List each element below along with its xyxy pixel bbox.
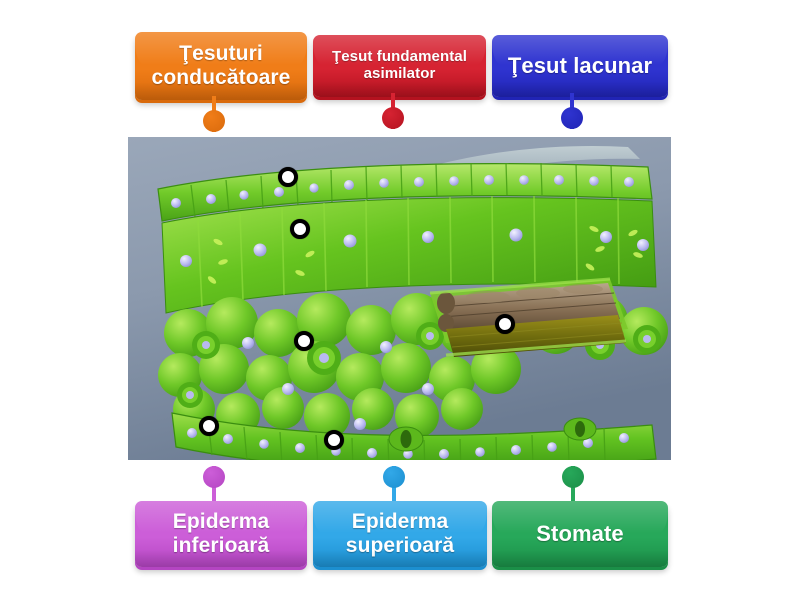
label-tesut-fundamental-asimilator-text: Ţesut fundamental asimilator <box>331 48 468 82</box>
connector-stomate <box>562 466 584 503</box>
hotspot-marker-epiderma-inferioara[interactable] <box>199 416 219 436</box>
connector-ball <box>203 466 225 488</box>
connector-ball <box>561 107 583 129</box>
label-epiderma-inferioara[interactable]: Epiderma inferioară <box>135 501 307 567</box>
label-epiderma-superioara-text: Epiderma superioară <box>345 510 455 557</box>
connector-ball <box>203 110 225 132</box>
hotspot-marker-tesut-fundamental-asimilator[interactable] <box>290 219 310 239</box>
hotspot-marker-tesuturi-conducatoare[interactable] <box>495 314 515 334</box>
label-stomate-text: Stomate <box>536 520 624 546</box>
connector-stem <box>212 466 216 503</box>
hotspot-marker-tesut-lacunar[interactable] <box>294 331 314 351</box>
connector-epiderma-superioara <box>383 466 405 503</box>
label-tesut-lacunar[interactable]: Ţesut lacunar <box>492 35 668 97</box>
connector-stem <box>570 93 574 129</box>
connector-ball <box>383 466 405 488</box>
hotspot-marker-epiderma-superioara[interactable] <box>278 167 298 187</box>
label-tesuturi-conducatoare-text: Ţesuturi conducătoare <box>151 42 291 89</box>
leaf-cross-section-image[interactable] <box>128 137 671 460</box>
connector-stem <box>392 466 396 503</box>
hotspot-marker-stomate[interactable] <box>324 430 344 450</box>
label-epiderma-superioara[interactable]: Epiderma superioară <box>313 501 487 567</box>
label-stomate[interactable]: Stomate <box>492 501 668 567</box>
connector-tesut-lacunar <box>561 93 583 129</box>
connector-ball <box>382 107 404 129</box>
label-tesuturi-conducatoare[interactable]: Ţesuturi conducătoare <box>135 32 307 100</box>
label-tesut-fundamental-asimilator[interactable]: Ţesut fundamental asimilator <box>313 35 486 97</box>
connector-ball <box>562 466 584 488</box>
leaf-cross-section-illustration <box>128 137 671 460</box>
connector-stem <box>212 96 216 132</box>
label-epiderma-inferioara-text: Epiderma inferioară <box>172 510 270 557</box>
connector-stem <box>391 93 395 129</box>
connector-stem <box>571 466 575 503</box>
connector-epiderma-inferioara <box>203 466 225 503</box>
connector-tesuturi-conducatoare <box>203 96 225 132</box>
connector-tesut-fundamental-asimilator <box>382 93 404 129</box>
label-tesut-lacunar-text: Ţesut lacunar <box>507 52 653 78</box>
